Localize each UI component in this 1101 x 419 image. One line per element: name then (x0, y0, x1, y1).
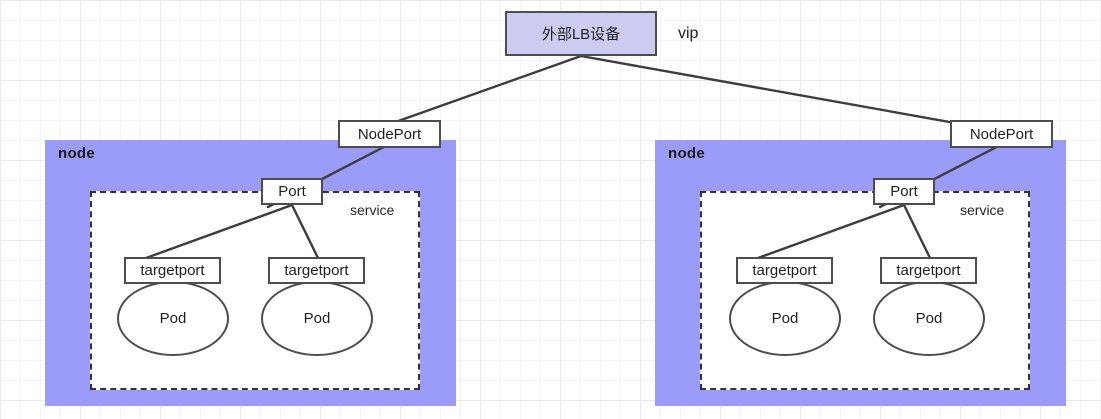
port-box-left[interactable]: Port (261, 178, 323, 205)
pod-left-2[interactable]: Pod (261, 281, 373, 356)
nodeport-box-left[interactable]: NodePort (338, 120, 441, 148)
pod-right-2[interactable]: Pod (873, 281, 985, 356)
pod-right-1[interactable]: Pod (729, 281, 841, 356)
nodeport-box-right[interactable]: NodePort (950, 120, 1053, 148)
service-label-right: service (960, 202, 1005, 218)
targetport-left-2[interactable]: targetport (268, 257, 365, 284)
node-label-left: node (58, 145, 96, 162)
targetport-right-1[interactable]: targetport (736, 257, 833, 284)
targetport-right-2[interactable]: targetport (880, 257, 977, 284)
service-label-left: service (350, 202, 395, 218)
port-box-right[interactable]: Port (873, 178, 935, 205)
external-lb-box[interactable]: 外部LB设备 (505, 11, 657, 56)
targetport-left-1[interactable]: targetport (124, 257, 221, 284)
node-label-right: node (668, 145, 706, 162)
pod-left-1[interactable]: Pod (117, 281, 229, 356)
vip-label: vip (678, 25, 699, 42)
